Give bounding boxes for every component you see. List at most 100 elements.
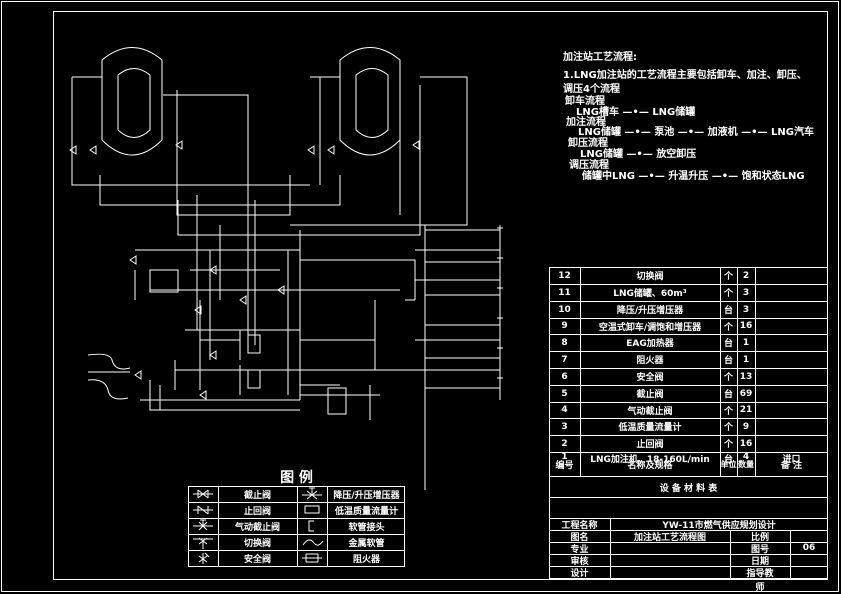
item-number: 7 bbox=[561, 354, 568, 365]
item-number: 6 bbox=[561, 371, 568, 382]
legend-grid bbox=[188, 486, 405, 567]
item-unit: 个 bbox=[723, 373, 733, 383]
project-value: YW-11市燃气供应规划设计 bbox=[662, 520, 776, 531]
item-remark bbox=[755, 385, 828, 402]
flow-step: 饱和状态LNG bbox=[741, 171, 805, 182]
pressure-regulator-icon bbox=[302, 487, 322, 500]
date-label: 日期 bbox=[750, 556, 769, 567]
lng-tank-right-inner bbox=[355, 68, 389, 138]
lng-tank-left-outer bbox=[101, 47, 163, 156]
item-qty: 1 bbox=[742, 354, 750, 365]
flow-step: LNG储罐 bbox=[580, 149, 623, 160]
item-unit: 台 bbox=[723, 390, 733, 400]
equipment-table-grid bbox=[549, 267, 828, 579]
eag-heater bbox=[327, 387, 347, 415]
process-intro-line2: 调压4个流程 bbox=[563, 84, 620, 95]
header-number: 编号 bbox=[555, 460, 574, 471]
item-unit: 个 bbox=[723, 272, 733, 282]
item-number: 4 bbox=[561, 405, 568, 415]
item-remark bbox=[755, 267, 828, 284]
drawing-no-label: 图号 bbox=[750, 544, 769, 555]
item-qty: 4 bbox=[742, 452, 750, 462]
depressurize-flow: LNG储罐 —•— 放空卸压 bbox=[580, 149, 697, 160]
item-name: EAG加热器 bbox=[626, 339, 674, 349]
item-number: 9 bbox=[561, 321, 568, 331]
item-remark: 进口 bbox=[782, 455, 801, 465]
item-name: 截止阀 bbox=[636, 390, 664, 400]
legend-label: 止回阀 bbox=[243, 506, 271, 517]
pneumatic-valve-icon bbox=[193, 519, 213, 531]
legend-label: 气动截止阀 bbox=[234, 522, 280, 533]
vaporizer-exchanger bbox=[149, 269, 179, 293]
scale-label: 比例 bbox=[750, 532, 769, 543]
advisor-label: 指导教 bbox=[746, 568, 774, 579]
process-diagram bbox=[69, 47, 503, 490]
legend-label: 切换阀 bbox=[243, 538, 271, 549]
item-unit: 台 bbox=[723, 455, 733, 465]
design-label: 设计 bbox=[570, 568, 589, 579]
item-unit: 个 bbox=[723, 440, 733, 450]
legend-label: 降压/升压增压器 bbox=[333, 490, 400, 501]
item-name: LNG储罐、60m³ bbox=[613, 289, 687, 299]
flow-step: LNG储罐 bbox=[652, 107, 696, 118]
item-unit: 台 bbox=[723, 356, 733, 366]
item-number: 11 bbox=[558, 287, 571, 298]
legend-label: 阻火器 bbox=[352, 554, 380, 565]
item-qty: 3 bbox=[742, 287, 750, 298]
metal-hoses bbox=[87, 353, 131, 400]
item-qty: 2 bbox=[742, 270, 750, 281]
major-label: 专业 bbox=[570, 544, 589, 555]
header-name: 名称及规格 bbox=[627, 460, 673, 471]
project-label: 工程名称 bbox=[561, 520, 598, 531]
item-unit: 个 bbox=[723, 406, 733, 417]
flow-step: LNG储罐 bbox=[578, 127, 621, 138]
item-name: 止回阀 bbox=[636, 440, 664, 450]
review-label: 审核 bbox=[570, 556, 589, 567]
item-remark bbox=[755, 435, 828, 452]
item-unit: 个 bbox=[723, 322, 733, 333]
item-remark bbox=[755, 351, 828, 368]
metal-hose-icon bbox=[302, 539, 324, 546]
drawing-value: 加注站工艺流程图 bbox=[633, 532, 706, 543]
item-qty: 21 bbox=[739, 405, 753, 415]
item-unit: 个 bbox=[723, 423, 733, 433]
depressurize-title: 卸压流程 bbox=[568, 138, 608, 149]
legend-label: 截止阀 bbox=[243, 490, 271, 501]
flow-step: LNG槽车 bbox=[576, 107, 619, 118]
item-name: LNG加注机、18-160L/min bbox=[590, 455, 710, 465]
advisor-label-2: 师 bbox=[755, 582, 765, 593]
item-remark bbox=[755, 368, 828, 385]
pump-pool-1 bbox=[247, 334, 261, 354]
flow-step: 加液机 bbox=[707, 127, 738, 138]
header-unit: 单位 bbox=[720, 459, 737, 469]
check-valve-icon bbox=[193, 505, 213, 515]
legend-label: 安全阀 bbox=[243, 554, 271, 565]
item-remark bbox=[755, 318, 828, 334]
lng-tank-right-outer bbox=[339, 47, 401, 156]
drawing-no-value: 06 bbox=[802, 543, 816, 553]
item-remark bbox=[755, 301, 828, 318]
item-number: 12 bbox=[558, 270, 571, 281]
legend-label: 低温质量流量计 bbox=[334, 506, 398, 517]
item-unit: 个 bbox=[723, 289, 733, 299]
item-unit: 台 bbox=[723, 306, 733, 316]
legend-label: 软管接头 bbox=[348, 522, 385, 533]
item-remark bbox=[755, 402, 828, 418]
valve-markers bbox=[69, 140, 420, 400]
item-number: 8 bbox=[561, 337, 568, 348]
item-remark bbox=[755, 284, 828, 301]
item-qty: 1 bbox=[742, 337, 750, 348]
scale-value bbox=[790, 530, 828, 542]
legend-label: 金属软管 bbox=[348, 538, 385, 549]
hose-connector-icon bbox=[308, 520, 314, 532]
safety-valve-icon bbox=[198, 552, 210, 564]
lng-tank-left-inner bbox=[117, 68, 151, 138]
filling-flow: LNG储罐 —•— 泵池 —•— 加液机 —•— LNG汽车 bbox=[578, 127, 814, 138]
item-name: 低温质量流量计 bbox=[618, 423, 682, 433]
unloading-title: 卸车流程 bbox=[565, 96, 605, 107]
header-qty: 数量 bbox=[738, 459, 754, 469]
pump-pool-2 bbox=[247, 369, 261, 389]
header-remark: 备 注 bbox=[780, 460, 803, 471]
item-number: 5 bbox=[561, 388, 568, 399]
